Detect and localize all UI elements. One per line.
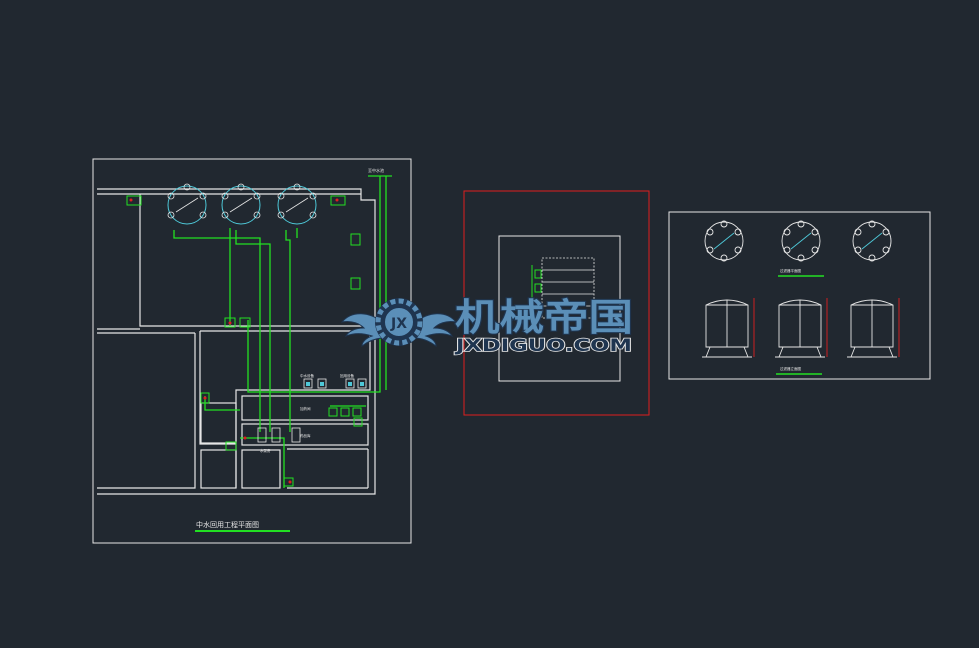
detail-filter-elevation-1 [702,299,752,358]
gear-icon [375,298,423,346]
filter-tank-1 [167,183,207,225]
panel-red-border [463,190,650,416]
watermark-brand-en: JXDIGUO.COM [455,336,632,356]
pump-units [257,378,367,443]
cabinet-green-lines [531,265,542,318]
detail-filter-plan-3 [852,220,892,262]
filter-tank-2 [221,183,261,225]
red-valves [129,198,339,484]
detail-dimension-lines [753,298,900,357]
detail-filter-plan-2 [781,220,821,262]
pump-units-cyan [306,382,364,386]
panel-detail-sheet [463,190,650,416]
detail-filter-elevation-3 [847,299,897,358]
watermark-logo-letters: JX [390,316,407,332]
green-pipework [173,175,392,488]
watermark-brand-cn: 机械帝国 [455,296,633,339]
label-equipment-b: 回用设备 [340,373,354,378]
detail-filter-elevation-2 [775,299,825,358]
control-cabinet [541,257,595,319]
equipment-boxes [126,195,363,487]
filter-tank-3 [277,183,317,225]
floor-plan-border [92,158,412,544]
watermark-left-wing [340,313,385,348]
detail-label-plan: 过滤器平面图 [780,268,801,273]
building-walls [97,188,376,495]
label-floor-center: 加药间 [300,406,311,411]
label-top-right-pipe: 至中水池 [368,167,384,173]
watermark: JX 机械帝国 JXDIGUO.COM [340,295,634,357]
detail-label-elevation: 过滤器立面图 [780,366,801,371]
panel-inner-border [498,235,621,382]
watermark-right-wing [413,313,458,348]
filter-detail-border [668,211,931,380]
label-pump-room: 水泵房 [260,448,271,453]
filter-detail-sheet: 过滤器平面图 [668,211,931,380]
floor-plan-sheet: 至中水池 中水设备 回用设备 加药间 药品库 水泵房 中水回用工程平面图 [92,158,412,544]
detail-filter-plan-1 [704,220,744,262]
label-equipment-a: 中水设备 [300,373,314,378]
label-floor-left: 药品库 [300,433,311,438]
floor-plan-title: 中水回用工程平面图 [196,520,259,529]
